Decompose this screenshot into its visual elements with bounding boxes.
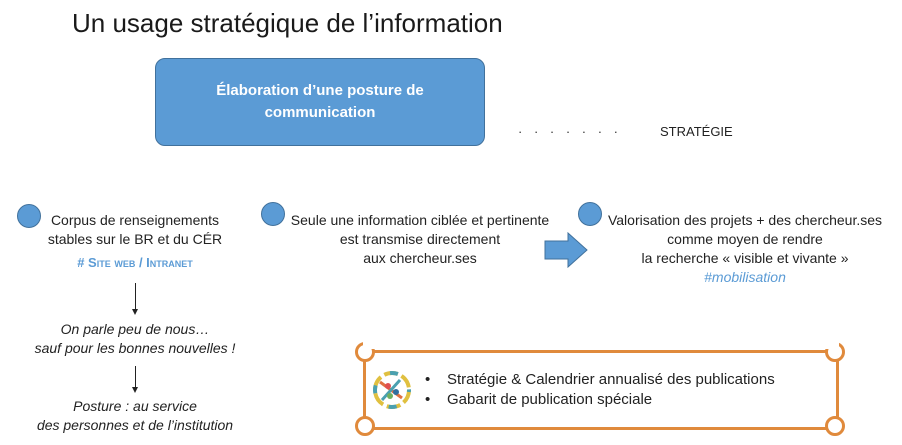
col2-line3: aux chercheur.ses — [363, 250, 477, 266]
column-valorisation: Valorisation des projets + des chercheur… — [595, 211, 895, 287]
col1-step2: On parle peu de nous… sauf pour les bonn… — [20, 320, 250, 358]
col1-tag: # Site web / Intranet — [77, 255, 193, 270]
col1-step3-line2: des personnes et de l’institution — [36, 417, 234, 433]
col3-line2: comme moyen de rendre — [667, 231, 823, 247]
slide-title: Un usage stratégique de l’information — [72, 8, 503, 38]
col1-step3-line1: Posture : au service — [73, 398, 197, 414]
bullet-circle-icon — [17, 204, 41, 228]
col3-tag: #mobilisation — [704, 269, 786, 285]
col2-line2: est transmise directement — [339, 231, 501, 247]
bullet-circle-icon — [578, 202, 602, 226]
strategy-label: STRATÉGIE — [660, 124, 733, 139]
publications-list: Stratégie & Calendrier annualisé des pub… — [425, 370, 775, 410]
network-logo-icon — [373, 371, 411, 409]
publications-item: Gabarit de publication spéciale — [425, 390, 775, 410]
bullet-circle-icon — [261, 202, 285, 226]
col3-line1: Valorisation des projets + des chercheur… — [607, 212, 883, 228]
col1-step2-line1: On parle peu de nous… — [60, 321, 210, 337]
down-arrow-icon — [132, 366, 138, 393]
column-corpus: Corpus de renseignements stables sur le … — [30, 211, 240, 272]
col1-line1: Corpus de renseignements — [50, 212, 220, 228]
down-arrow-icon — [132, 283, 138, 315]
publications-plaque — [363, 350, 839, 430]
plaque-corner — [825, 416, 845, 436]
posture-box: Élaboration d’une posture de communicatio… — [155, 58, 485, 146]
col1-line2: stables sur le BR et du CÉR — [47, 231, 223, 247]
col3-line3: la recherche « visible et vivante » — [641, 250, 849, 266]
right-arrow-icon — [544, 232, 588, 268]
dotted-leader: · · · · · · · — [518, 124, 622, 139]
publications-item: Stratégie & Calendrier annualisé des pub… — [425, 370, 775, 390]
posture-box-line2: communication — [264, 104, 376, 121]
posture-box-line1: Élaboration d’une posture de — [216, 82, 424, 99]
plaque-mask — [363, 339, 839, 349]
col2-line1: Seule une information ciblée et pertinen… — [290, 212, 550, 228]
col1-step2-line2: sauf pour les bonnes nouvelles ! — [34, 340, 236, 356]
plaque-corner — [355, 416, 375, 436]
col1-step3: Posture : au service des personnes et de… — [20, 397, 250, 435]
column-information: Seule une information ciblée et pertinen… — [280, 211, 560, 268]
